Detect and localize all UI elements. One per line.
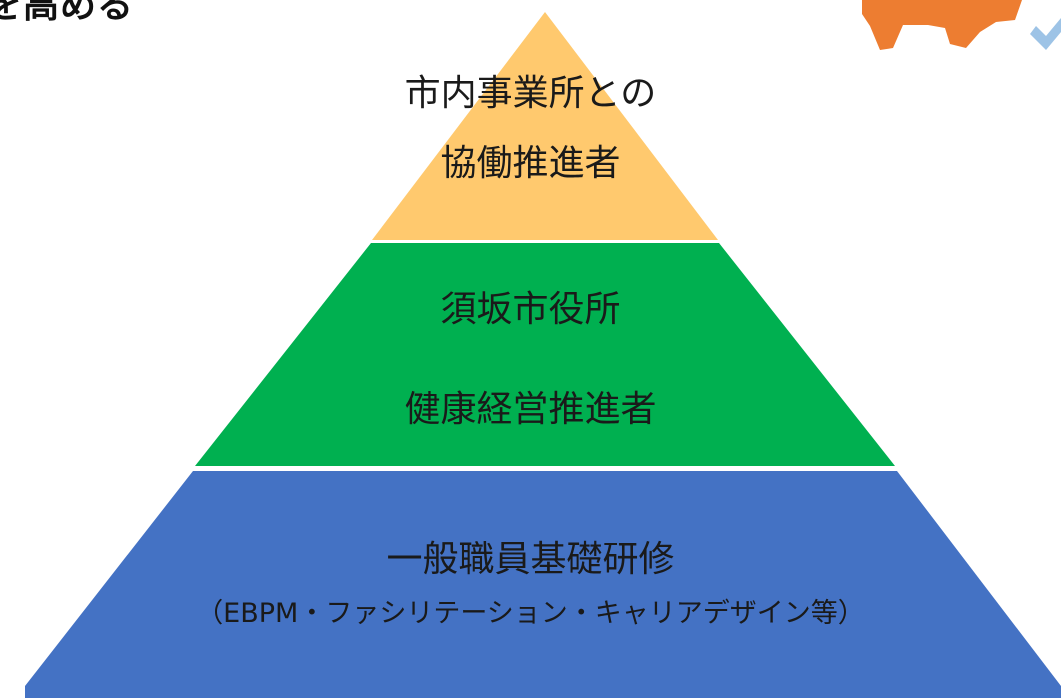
bottom-tier-label-line1: 一般職員基礎研修 [386,539,675,580]
pyramid-tier-top [372,12,718,240]
pyramid-tier-bottom [25,471,1061,698]
pyramid-tier-middle [195,243,895,466]
middle-tier-label-line1: 須坂市役所 [440,289,621,330]
bottom-tier-label-line2: （EBPM・ファシリテーション・キャリアデザイン等） [196,598,865,629]
middle-tier-label-line2: 健康経営推進者 [404,389,657,430]
gear-icon [862,0,1022,50]
top-tier-label-line2: 協働推進者 [440,143,621,184]
top-tier-label-line1: 市内事業所との [404,73,657,114]
check-mark-icon [1030,18,1061,50]
slide-heading: を高める [0,0,135,26]
